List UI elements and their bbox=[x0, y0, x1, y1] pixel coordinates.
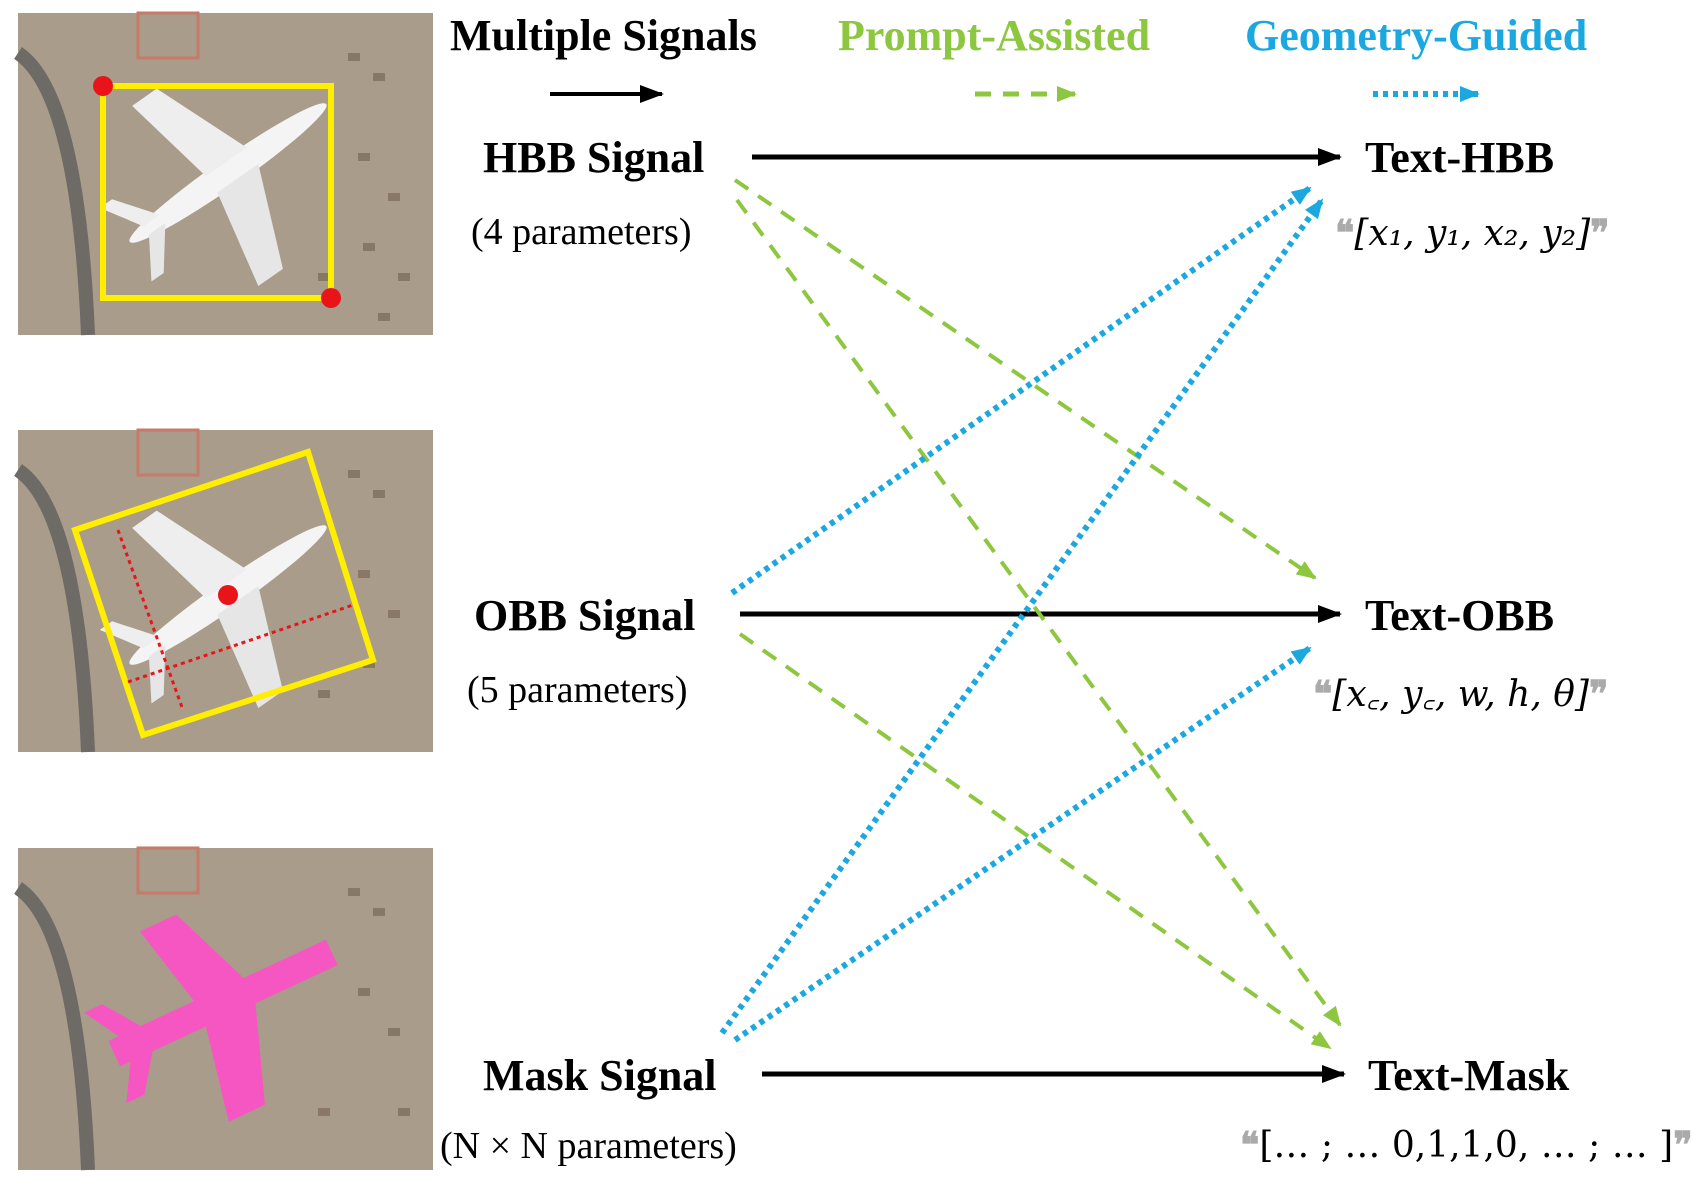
text-hbb-label: Text-HBB bbox=[1365, 133, 1555, 182]
legend-multiple-signals: Multiple Signals bbox=[450, 11, 757, 60]
hbb-signal-label: HBB Signal bbox=[483, 133, 705, 182]
text-mask-label: Text-Mask bbox=[1368, 1051, 1570, 1100]
obb-thumbnail bbox=[13, 428, 433, 753]
top-left-point bbox=[93, 76, 113, 96]
hbb-box bbox=[100, 83, 334, 301]
obb-params-label: (5 parameters) bbox=[467, 669, 688, 711]
obb-to-text-mask-dashed bbox=[738, 632, 1332, 1050]
mask-params-label: (N × N parameters) bbox=[440, 1125, 737, 1167]
hbb-params-label: (4 parameters) bbox=[471, 211, 692, 253]
mask-to-text-hbb-dotted bbox=[719, 198, 1325, 1035]
center-point bbox=[218, 585, 238, 605]
airplane-obb-image bbox=[13, 428, 433, 753]
mask-thumbnail bbox=[13, 846, 433, 1171]
legend-geometry-guided: Geometry-Guided bbox=[1245, 11, 1588, 60]
mask-signal-label: Mask Signal bbox=[483, 1051, 717, 1100]
mask-to-text-obb-dotted bbox=[733, 645, 1312, 1043]
airplane-mask-icon bbox=[84, 914, 338, 1122]
hbb-to-text-obb-dashed bbox=[733, 178, 1317, 580]
legend-prompt-assisted: Prompt-Assisted bbox=[838, 11, 1151, 60]
obb-box bbox=[71, 448, 377, 739]
hbb-to-text-mask-dashed bbox=[735, 198, 1342, 1027]
airplane-icon bbox=[99, 88, 327, 287]
obb-to-text-hbb-dotted bbox=[730, 185, 1312, 596]
text-obb-formula: ❝[x꜀, y꜀, w, h, θ]❞ bbox=[1313, 674, 1609, 715]
obb-signal-label: OBB Signal bbox=[474, 591, 696, 640]
bottom-right-point bbox=[321, 288, 341, 308]
airplane-mask-image bbox=[13, 846, 433, 1171]
airplane-hbb-image bbox=[13, 11, 433, 336]
text-obb-label: Text-OBB bbox=[1365, 591, 1555, 640]
hbb-thumbnail bbox=[13, 11, 433, 336]
text-hbb-formula: ❝[x₁, y₁, x₂, y₂]❞ bbox=[1335, 213, 1610, 254]
text-mask-formula: ❝[… ; … 0,1,1,0, … ; … ]❞ bbox=[1240, 1125, 1693, 1166]
